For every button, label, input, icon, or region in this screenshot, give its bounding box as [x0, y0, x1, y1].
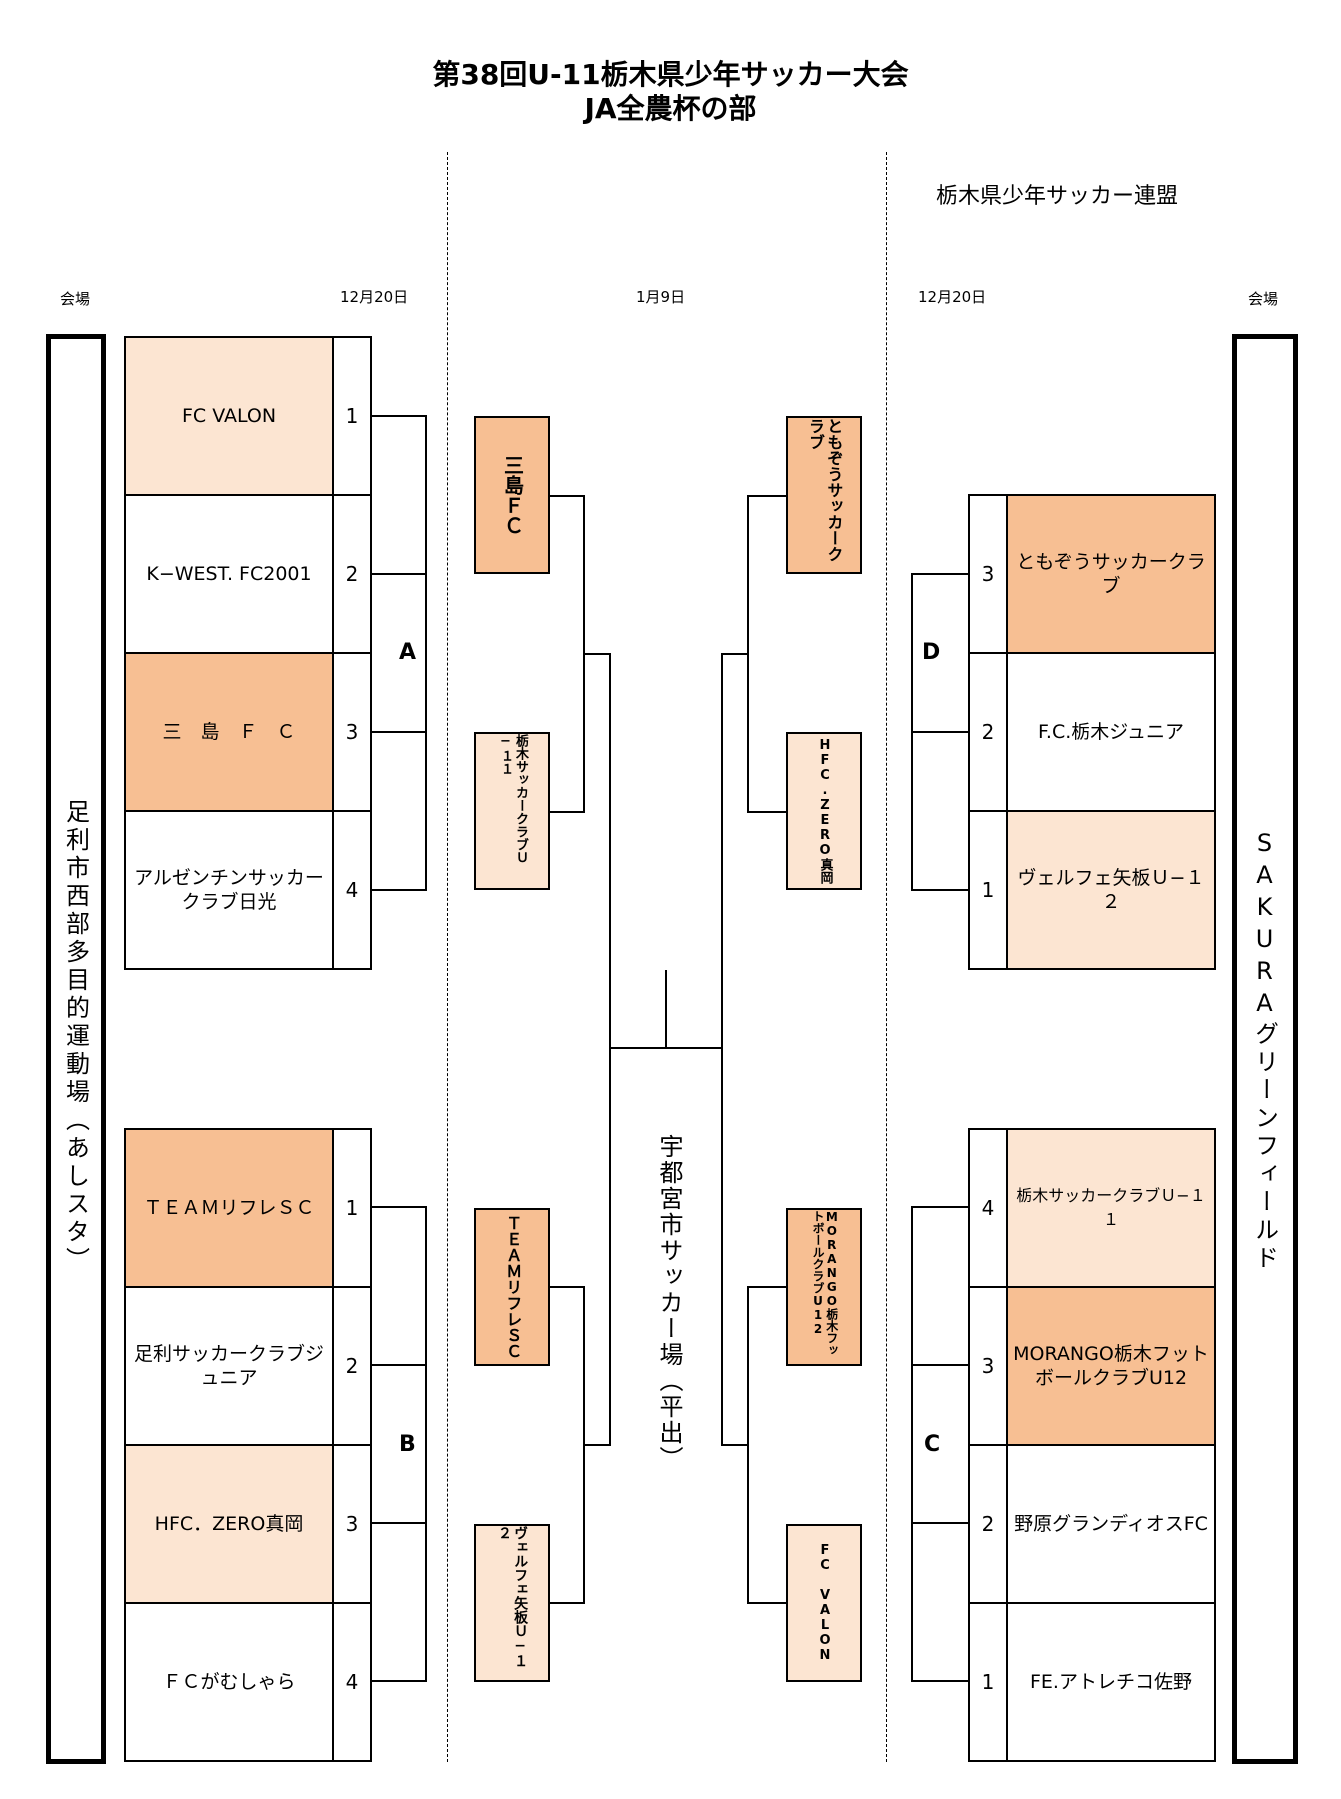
seed-b2: 2 — [332, 1286, 372, 1446]
venue-label-left: 会場 — [60, 290, 91, 308]
final-left-bottom-b: ヴェルフェ矢板Ｕ−１２ — [474, 1524, 550, 1682]
seed-b4: 4 — [332, 1602, 372, 1762]
venue-label-right: 会場 — [1248, 290, 1279, 308]
team-b1: ＴＥＡＭリフレＳＣ — [124, 1128, 334, 1288]
team-c4: FE.アトレチコ佐野 — [1006, 1602, 1216, 1762]
seed-a3: 3 — [332, 652, 372, 812]
seed-b3: 3 — [332, 1444, 372, 1604]
seed-b1: 1 — [332, 1128, 372, 1288]
final-right-top-a: ともぞうサッカークラブ — [786, 416, 862, 574]
final-right-bottom-b: FC VALON — [786, 1524, 862, 1682]
group-label-a: A — [399, 640, 417, 665]
final-left-top-b: 栃木サッカークラブＵ−１１ — [474, 732, 550, 890]
date-right: 12月20日 — [918, 288, 987, 306]
group-label-b: B — [399, 1432, 416, 1457]
team-b3: HFC．ZERO真岡 — [124, 1444, 334, 1604]
tournament-title: 第38回U-11栃木県少年サッカー大会 — [432, 58, 909, 91]
tournament-subtitle: JA全農杯の部 — [584, 92, 757, 125]
team-c2: MORANGO栃木フットボールクラブU12 — [1006, 1286, 1216, 1446]
team-a3: 三 島 Ｆ Ｃ — [124, 652, 334, 812]
seed-d2: 2 — [968, 652, 1008, 812]
group-label-d: D — [922, 640, 941, 665]
venue-right-box: SAKURAグリーンフィールド — [1232, 334, 1298, 1764]
divider-right — [886, 152, 887, 1762]
final-left-top-a: 三島ＦＣ — [474, 416, 550, 574]
organizer: 栃木県少年サッカー連盟 — [936, 184, 1179, 209]
seed-c3: 2 — [968, 1444, 1008, 1604]
group-label-c: C — [924, 1432, 941, 1457]
final-right-top-b: HFC.ZERO真岡 — [786, 732, 862, 890]
team-d1: ともぞうサッカークラブ — [1006, 494, 1216, 654]
final-right-bottom-a: MORANGO栃木フットボールクラブU12 — [786, 1208, 862, 1366]
venue-left-box: 足利市西部多目的運動場（あしスタ） — [46, 334, 106, 1764]
team-b2: 足利サッカークラブジュニア — [124, 1286, 334, 1446]
team-d2: F.C.栃木ジュニア — [1006, 652, 1216, 812]
venue-right-name: SAKURAグリーンフィールド — [1250, 829, 1279, 1273]
team-a2: K−WEST. FC2001 — [124, 494, 334, 654]
seed-a2: 2 — [332, 494, 372, 654]
seed-a4: 4 — [332, 810, 372, 970]
team-c3: 野原グランディオスFC — [1006, 1444, 1216, 1604]
team-d3: ヴェルフェ矢板Ｕ−１２ — [1006, 810, 1216, 970]
divider-left — [447, 152, 448, 1762]
team-c1: 栃木サッカークラブＵ−１１ — [1006, 1128, 1216, 1288]
seed-a1: 1 — [332, 336, 372, 496]
venue-center-name: 宇都宮市サッカー場（平出） — [655, 1134, 683, 1472]
date-left: 12月20日 — [340, 288, 409, 306]
date-center: 1月9日 — [636, 288, 686, 306]
team-a4: アルゼンチンサッカークラブ日光 — [124, 810, 334, 970]
final-left-bottom-a: ＴＥＡＭリフレＳＣ — [474, 1208, 550, 1366]
venue-left-name: 足利市西部多目的運動場（あしスタ） — [61, 799, 90, 1275]
